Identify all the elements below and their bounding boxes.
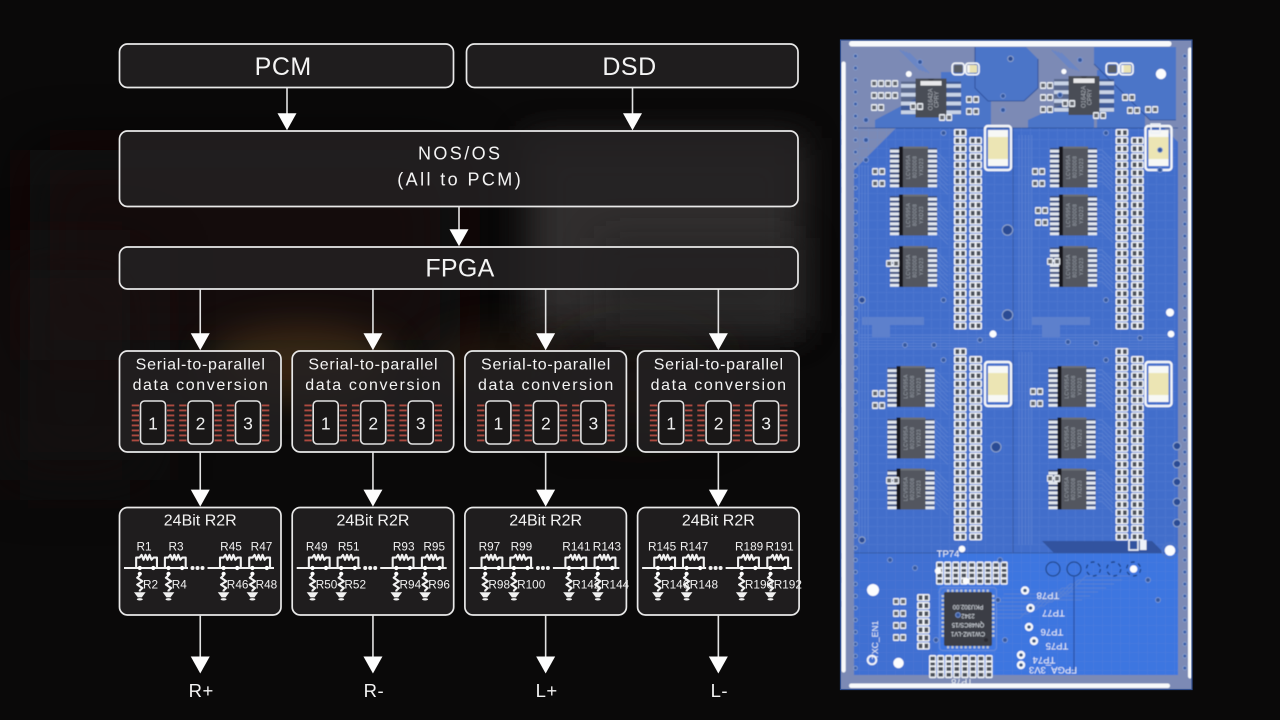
svg-text:TP74: TP74 bbox=[937, 549, 960, 560]
svg-text:R148: R148 bbox=[690, 578, 719, 592]
svg-text:R46: R46 bbox=[227, 578, 249, 592]
svg-text:3: 3 bbox=[589, 414, 599, 434]
svg-text:R98: R98 bbox=[488, 578, 510, 592]
svg-text:R1: R1 bbox=[136, 539, 151, 553]
svg-text:PKU302.00: PKU302.00 bbox=[952, 603, 983, 609]
svg-text:2: 2 bbox=[368, 414, 378, 434]
svg-text:R2: R2 bbox=[143, 578, 158, 592]
svg-text:24Bit R2R: 24Bit R2R bbox=[164, 513, 237, 530]
svg-text:R95: R95 bbox=[423, 539, 445, 553]
svg-text:R96: R96 bbox=[428, 578, 450, 592]
svg-text:Serial-to-parallel: Serial-to-parallel bbox=[136, 356, 266, 373]
svg-text:2: 2 bbox=[541, 414, 551, 434]
svg-text:Serial-to-parallel: Serial-to-parallel bbox=[654, 356, 784, 373]
svg-text:3: 3 bbox=[761, 414, 771, 434]
svg-text:NOS/OS: NOS/OS bbox=[418, 144, 502, 164]
svg-text:data conversion: data conversion bbox=[478, 377, 615, 394]
svg-text:R191: R191 bbox=[765, 539, 793, 553]
svg-text:R146: R146 bbox=[661, 578, 690, 592]
svg-text:data conversion: data conversion bbox=[651, 377, 788, 394]
svg-text:R51: R51 bbox=[338, 539, 360, 553]
svg-text:R189: R189 bbox=[735, 539, 763, 553]
svg-text:TP75: TP75 bbox=[1046, 640, 1069, 651]
svg-text:data conversion: data conversion bbox=[133, 377, 270, 394]
svg-text:R192: R192 bbox=[774, 578, 802, 592]
svg-text:Serial-to-parallel: Serial-to-parallel bbox=[481, 356, 611, 373]
svg-text:2342: 2342 bbox=[961, 612, 975, 618]
svg-text:L+: L+ bbox=[536, 680, 558, 701]
svg-text:DSD: DSD bbox=[602, 53, 656, 81]
svg-text:R93: R93 bbox=[393, 539, 415, 553]
svg-text:24Bit R2R: 24Bit R2R bbox=[682, 513, 755, 530]
svg-text:1: 1 bbox=[148, 414, 158, 434]
svg-text:R52: R52 bbox=[344, 578, 366, 592]
svg-text:FPGA_3V3: FPGA_3V3 bbox=[1029, 664, 1077, 675]
svg-text:L-: L- bbox=[711, 680, 728, 701]
svg-text:1: 1 bbox=[321, 414, 331, 434]
svg-text:R49: R49 bbox=[306, 539, 328, 553]
svg-text:R-: R- bbox=[364, 680, 385, 701]
svg-text:R190: R190 bbox=[745, 578, 774, 592]
svg-text:Serial-to-parallel: Serial-to-parallel bbox=[308, 356, 438, 373]
svg-text:R94: R94 bbox=[400, 578, 422, 592]
svg-text:R147: R147 bbox=[680, 539, 708, 553]
svg-text:R142: R142 bbox=[572, 578, 600, 592]
svg-text:R143: R143 bbox=[593, 539, 622, 553]
svg-text:TP76: TP76 bbox=[1041, 626, 1064, 637]
svg-text:R141: R141 bbox=[562, 539, 590, 553]
svg-text:R145: R145 bbox=[648, 539, 677, 553]
svg-text:3: 3 bbox=[416, 414, 426, 434]
svg-text:PCM: PCM bbox=[255, 53, 312, 81]
svg-text:R4: R4 bbox=[172, 578, 188, 592]
svg-text:TP74: TP74 bbox=[1033, 654, 1056, 665]
svg-text:TP78: TP78 bbox=[1037, 590, 1060, 601]
svg-text:data conversion: data conversion bbox=[305, 377, 442, 394]
svg-text:R100: R100 bbox=[517, 578, 546, 592]
svg-text:R3: R3 bbox=[168, 539, 184, 553]
svg-text:(All to PCM): (All to PCM) bbox=[397, 170, 523, 190]
svg-text:R47: R47 bbox=[251, 539, 273, 553]
svg-text:24Bit R2R: 24Bit R2R bbox=[509, 513, 582, 530]
svg-text:1: 1 bbox=[666, 414, 676, 434]
svg-text:2: 2 bbox=[714, 414, 724, 434]
svg-text:CW1MZ-LV1: CW1MZ-LV1 bbox=[950, 630, 985, 636]
svg-text:R45: R45 bbox=[220, 539, 242, 553]
svg-text:R144: R144 bbox=[601, 578, 630, 592]
svg-text:QN48CS/15: QN48CS/15 bbox=[951, 621, 984, 627]
svg-text:TXC_EN1: TXC_EN1 bbox=[870, 620, 880, 659]
svg-text:FPGA: FPGA bbox=[425, 255, 494, 283]
svg-text:24Bit R2R: 24Bit R2R bbox=[336, 513, 409, 530]
svg-text:R99: R99 bbox=[511, 539, 533, 553]
svg-text:2: 2 bbox=[196, 414, 206, 434]
svg-text:R+: R+ bbox=[189, 680, 214, 701]
svg-text:TP77: TP77 bbox=[1042, 607, 1065, 618]
svg-text:R48: R48 bbox=[256, 578, 278, 592]
svg-text:R97: R97 bbox=[479, 539, 501, 553]
svg-text:TP78: TP78 bbox=[951, 677, 973, 687]
svg-text:R50: R50 bbox=[316, 578, 338, 592]
svg-text:3: 3 bbox=[243, 414, 253, 434]
svg-text:1: 1 bbox=[494, 414, 504, 434]
